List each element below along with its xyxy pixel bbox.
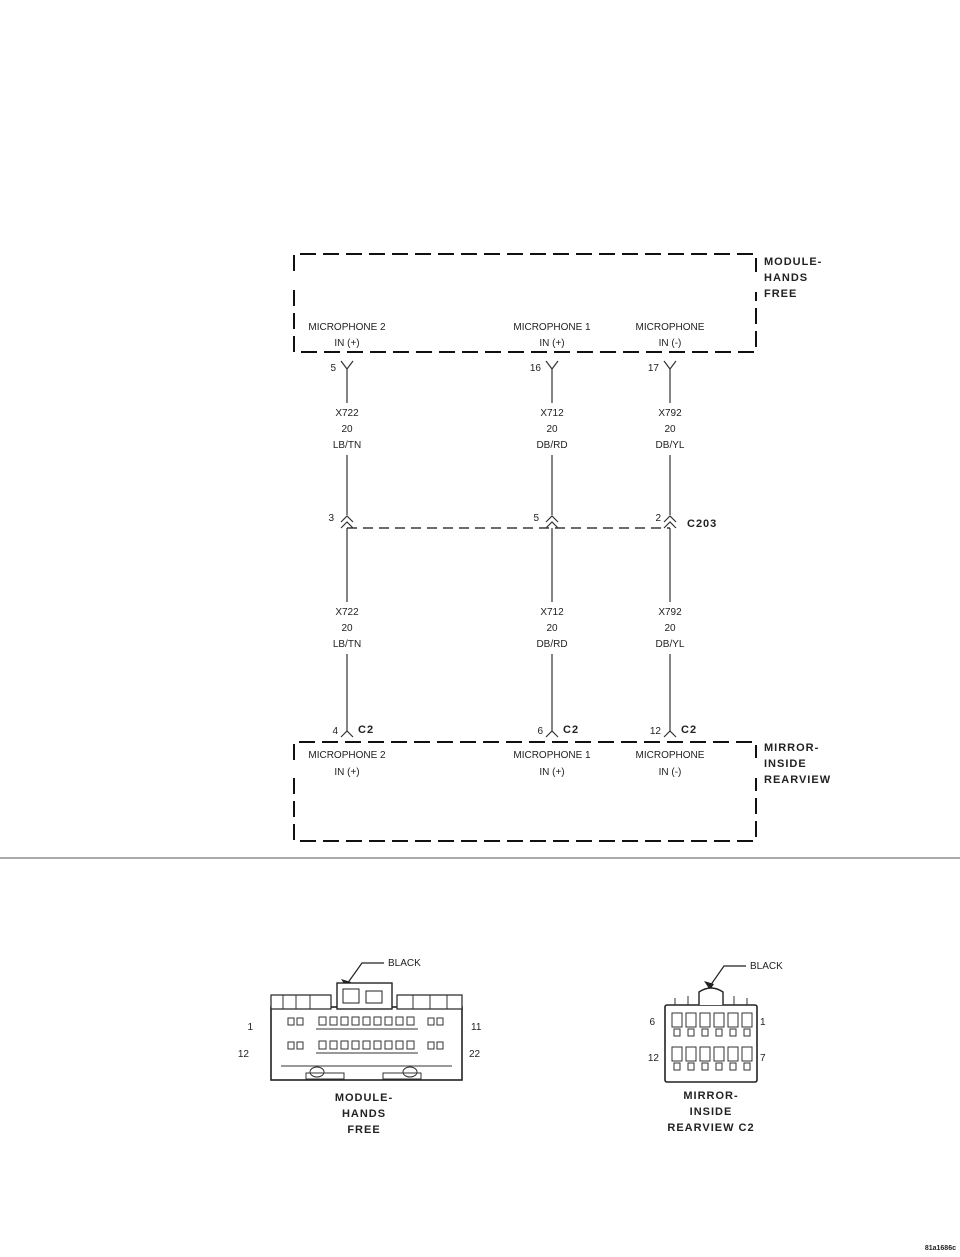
c203-pin-3: 2 (655, 513, 661, 524)
wire-lower-1-circuit: X722 (335, 607, 359, 618)
wire-upper-2-color: DB/RD (536, 440, 567, 451)
c203-name: C203 (687, 518, 717, 530)
wire-lower-2-color: DB/RD (536, 639, 567, 650)
upper-wire-labels: X722 20 LB/TN X712 20 DB/RD X792 20 DB/Y… (333, 408, 685, 451)
mirror-connector-view: BLACK 6 12 1 7 M (648, 961, 783, 1134)
wire-lower-3-circuit: X792 (658, 607, 682, 618)
mirror-view-pin-7: 7 (760, 1053, 766, 1064)
hf-pin-label-1a: MICROPHONE 2 (308, 322, 386, 333)
lower-wire-labels: X722 20 LB/TN X712 20 DB/RD X792 20 DB/Y… (333, 607, 685, 650)
wire-upper-3-color: DB/YL (656, 440, 685, 451)
mirror-pin-label-2b: IN (+) (539, 767, 564, 778)
mirror-conn-label-3: C2 (681, 724, 697, 736)
inline-connector-c203: 3 5 2 C203 (328, 513, 717, 530)
hands-free-name-3: FREE (764, 288, 797, 300)
wire-upper-2-circuit: X712 (540, 408, 564, 419)
hf-pin-label-2b: IN (+) (539, 338, 564, 349)
c203-pin-2: 5 (533, 513, 539, 524)
hf-view-color-label: BLACK (388, 958, 421, 969)
wire-lower-3-color: DB/YL (656, 639, 685, 650)
hf-pin-label-3b: IN (-) (659, 338, 682, 349)
mirror-pin-label-3b: IN (-) (659, 767, 682, 778)
mirror-c2-terminals: 4 6 12 C2 C2 C2 (332, 724, 697, 738)
mirror-pin-num-3: 12 (650, 726, 662, 737)
wire-lower-1-color: LB/TN (333, 639, 361, 650)
hf-view-pin-12: 12 (238, 1049, 250, 1060)
hf-view-name-1: MODULE- (335, 1092, 393, 1104)
hands-free-module: MODULE- HANDS FREE MICROPHONE 2 IN (+) M… (293, 253, 822, 353)
hands-free-name-1: MODULE- (764, 256, 822, 268)
hands-free-connector-view: BLACK (238, 958, 482, 1136)
hf-view-name-2: HANDS (342, 1108, 386, 1120)
mirror-pin-label-3a: MICROPHONE (636, 750, 705, 761)
mirror-name-3: REARVIEW (764, 774, 831, 786)
wires (346, 369, 671, 731)
mirror-pin-num-1: 4 (332, 726, 338, 737)
figure-code: 81a1686c (925, 1245, 956, 1252)
mirror-pin-label-1b: IN (+) (334, 767, 359, 778)
wire-lower-2-gauge: 20 (546, 623, 558, 634)
mirror-view-color-label: BLACK (750, 961, 783, 972)
hf-pin-num-1: 5 (330, 363, 336, 374)
hf-pin-label-1b: IN (+) (334, 338, 359, 349)
mirror-view-pin-1: 1 (760, 1017, 766, 1028)
hf-pin-label-2a: MICROPHONE 1 (513, 322, 591, 333)
wire-lower-3-gauge: 20 (664, 623, 676, 634)
mirror-view-name-1: MIRROR- (683, 1090, 738, 1102)
wire-upper-1-gauge: 20 (341, 424, 353, 435)
hf-view-pin-22: 22 (469, 1049, 481, 1060)
mirror-view-pin-6: 6 (649, 1017, 655, 1028)
hf-view-name-3: FREE (347, 1124, 380, 1136)
hf-view-pin-1: 1 (247, 1022, 253, 1033)
mirror-view-pin-12: 12 (648, 1053, 660, 1064)
mirror-pin-label-2a: MICROPHONE 1 (513, 750, 591, 761)
mirror-conn-label-1: C2 (358, 724, 374, 736)
mirror-view-name-2: INSIDE (690, 1106, 733, 1118)
wire-upper-1-color: LB/TN (333, 440, 361, 451)
hf-pin-label-3a: MICROPHONE (636, 322, 705, 333)
wire-upper-2-gauge: 20 (546, 424, 558, 435)
wire-upper-3-gauge: 20 (664, 424, 676, 435)
wire-lower-1-gauge: 20 (341, 623, 353, 634)
mirror-conn-label-2: C2 (563, 724, 579, 736)
c203-pin-1: 3 (328, 513, 334, 524)
wire-lower-2-circuit: X712 (540, 607, 564, 618)
hf-pin-num-2: 16 (530, 363, 542, 374)
wire-upper-3-circuit: X792 (658, 408, 682, 419)
wire-upper-1-circuit: X722 (335, 408, 359, 419)
mirror-view-name-3: REARVIEW C2 (667, 1122, 754, 1134)
mirror-name-1: MIRROR- (764, 742, 819, 754)
hands-free-terminals: 5 16 17 (330, 360, 677, 374)
hands-free-name-2: HANDS (764, 272, 808, 284)
mirror-module: MIRROR- INSIDE REARVIEW MICROPHONE 2 IN … (293, 741, 831, 842)
hf-view-pin-11: 11 (471, 1022, 482, 1033)
mirror-pin-label-1a: MICROPHONE 2 (308, 750, 386, 761)
mirror-name-2: INSIDE (764, 758, 807, 770)
mirror-pin-num-2: 6 (537, 726, 543, 737)
hf-pin-num-3: 17 (648, 363, 660, 374)
